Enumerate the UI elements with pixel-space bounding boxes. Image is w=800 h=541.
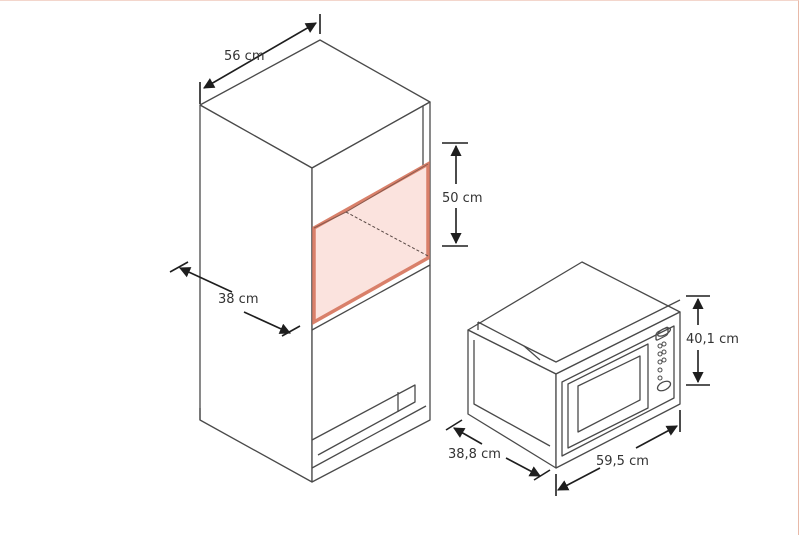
cabinet-width-dimension: 56 cm	[199, 14, 321, 104]
microwave-window	[577, 355, 641, 433]
microwave-depth-dimension: 38,8 cm	[445, 419, 551, 481]
microwave-front-frame	[555, 311, 681, 469]
microwave-door	[567, 343, 649, 449]
label-microwave-depth: 38,8 cm	[448, 447, 501, 462]
label-cabinet-width: 56 cm	[224, 49, 265, 64]
opening-height-dimension: 50 cm	[442, 142, 483, 247]
door-release-icon	[656, 327, 672, 337]
control-knob-icon	[656, 380, 672, 392]
microwave-width-dimension: 59,5 cm	[555, 410, 681, 496]
appliance-cutout	[312, 161, 430, 325]
label-microwave-height: 40,1 cm	[686, 332, 739, 347]
label-cabinet-depth: 38 cm	[218, 292, 259, 307]
control-buttons-icon	[657, 341, 667, 381]
cabinet-seam	[311, 264, 431, 331]
built-in-microwave-drawing	[467, 261, 681, 469]
microwave-height-dimension: 40,1 cm	[686, 295, 739, 386]
microwave-bezel	[561, 325, 675, 457]
label-opening-height: 50 cm	[442, 191, 483, 206]
label-microwave-width: 59,5 cm	[596, 454, 649, 469]
tall-cabinet-drawing	[199, 39, 431, 483]
cabinet-depth-dimension: 38 cm	[169, 261, 301, 337]
